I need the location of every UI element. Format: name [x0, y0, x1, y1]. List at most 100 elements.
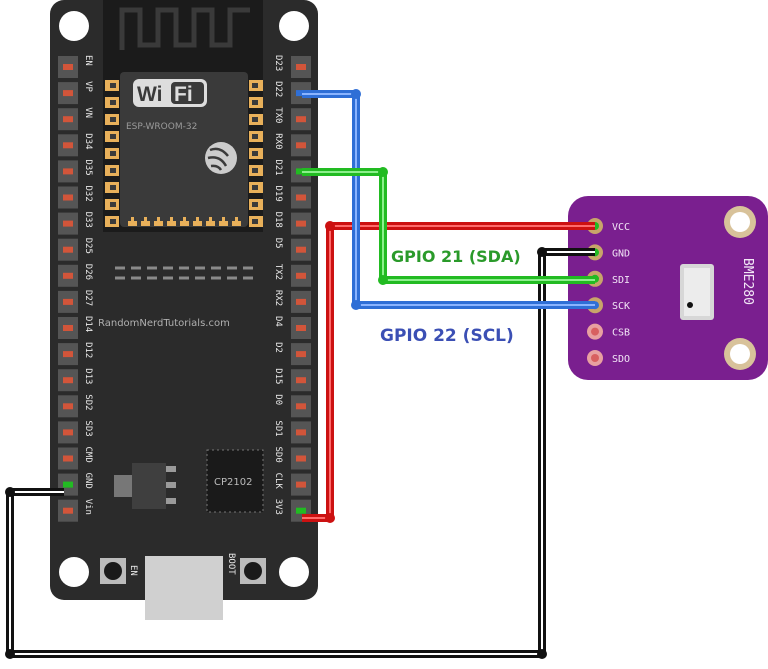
left-pin-d13: [63, 377, 73, 384]
right-pin-rx2: [296, 298, 306, 305]
esp32-board: Wi Fi ESP-WROOM-32 RandomNerdTutorials.c…: [50, 0, 318, 620]
mount-hole-top-right: [279, 11, 309, 41]
left-pin-label: Vin: [83, 499, 93, 515]
left-pin-gnd: [63, 481, 73, 488]
right-pin-label: 3V3: [273, 499, 283, 515]
left-pin-label: D34: [83, 133, 93, 149]
right-pin-d22: [296, 90, 306, 97]
right-pin-d21: [296, 168, 306, 175]
left-pin-label: D13: [83, 368, 93, 384]
wire-vcc: [302, 222, 595, 522]
right-pin-label: D19: [273, 186, 283, 202]
left-pin-d34: [63, 142, 73, 149]
right-pin-3v3: [296, 507, 306, 514]
right-pin-label: D23: [273, 55, 283, 71]
left-pin-label: D32: [83, 186, 93, 202]
left-pin-label: D33: [83, 212, 93, 228]
right-pin-rx0: [296, 142, 306, 149]
right-pin-sd1: [296, 429, 306, 436]
right-pin-d23: [296, 64, 306, 70]
left-pin-vin: [63, 507, 73, 514]
wires: [5, 89, 595, 659]
left-pin-en: [63, 64, 73, 70]
boot-button-label: BOOT: [226, 553, 236, 575]
usb-connector: [145, 556, 223, 620]
right-pin-label: RX0: [273, 133, 283, 149]
left-pin-label: VP: [83, 81, 93, 92]
right-pin-label: D15: [273, 368, 283, 384]
sda-label: GPIO 21 (SDA): [391, 247, 521, 266]
left-pin-sd2: [63, 403, 73, 410]
module-pad-bottom: [206, 217, 215, 226]
left-pin-vn: [63, 116, 73, 123]
module-can: [120, 72, 248, 227]
module-pad-bottom: [167, 217, 176, 226]
module-pads: [105, 80, 263, 227]
right-pin-label: D0: [273, 394, 283, 405]
left-pin-vp: [63, 90, 73, 97]
right-pin-clk: [296, 481, 306, 488]
sensor-pin-label: CSB: [612, 328, 630, 339]
right-pin-tx2: [296, 272, 306, 279]
right-pin-d18: [296, 220, 306, 227]
sensor-pin-label: GND: [612, 248, 630, 259]
left-pin-label: D25: [83, 238, 93, 254]
module-model: ESP-WROOM-32: [126, 122, 197, 132]
right-pin-label: D18: [273, 212, 283, 228]
right-pin-label: D5: [273, 238, 283, 249]
right-pin-d4: [296, 325, 306, 331]
right-pin-d0: [296, 403, 306, 410]
en-button: [100, 558, 126, 584]
sensor-body: [568, 196, 768, 380]
module-pad-bottom: [154, 217, 163, 226]
left-pin-d12: [63, 351, 73, 358]
module-pad-bottom: [219, 217, 228, 226]
right-pin-d2: [296, 351, 306, 358]
sensor-name: BME280: [740, 258, 755, 305]
left-pin-label: EN: [83, 55, 93, 66]
right-pin-label: D22: [273, 81, 283, 97]
left-pin-label: D27: [83, 290, 93, 306]
right-pin-label: D4: [273, 316, 283, 327]
right-pin-label: TX2: [273, 264, 283, 280]
left-header: ENVPVND34D35D32D33D25D26D27D14D12D13SD2S…: [58, 55, 93, 522]
left-pin-d32: [63, 194, 73, 201]
module-pad-bottom: [141, 217, 150, 226]
left-pin-sd3: [63, 429, 73, 436]
left-pin-label: D14: [83, 316, 93, 332]
module-pad-bottom: [232, 217, 241, 226]
left-pin-label: SD3: [83, 420, 93, 436]
right-pin-d5: [296, 246, 306, 253]
left-pin-label: D35: [83, 159, 93, 175]
right-pin-label: RX2: [273, 290, 283, 306]
usb-uart-chip: CP2102: [206, 449, 264, 513]
mount-hole-bottom-left: [59, 557, 89, 587]
sensor-pin-label: SDO: [612, 354, 630, 365]
module-pad-bottom: [128, 217, 137, 226]
watermark: RandomNerdTutorials.com: [98, 318, 230, 329]
right-pin-label: CLK: [273, 473, 283, 490]
en-button-label: EN: [128, 565, 138, 576]
mount-hole-bottom-right: [279, 557, 309, 587]
right-pin-label: D21: [273, 159, 283, 175]
right-pin-d15: [296, 377, 306, 384]
module-pad-bottom: [193, 217, 202, 226]
sensor-pin-label: SCK: [612, 301, 630, 312]
right-pin-d19: [296, 194, 306, 201]
right-header: D23D22TX0RX0D21D19D18D5TX2RX2D4D2D15D0SD…: [273, 55, 311, 522]
scl-label: GPIO 22 (SCL): [380, 326, 514, 346]
right-pin-label: SD0: [273, 447, 283, 463]
mount-hole-top-left: [59, 11, 89, 41]
right-pin-label: D2: [273, 342, 283, 353]
left-pin-d33: [63, 220, 73, 227]
left-pin-label: CMD: [83, 447, 93, 463]
module-pad-bottom: [180, 217, 189, 226]
left-pin-label: SD2: [83, 394, 93, 410]
right-pin-label: SD1: [273, 420, 283, 436]
left-pin-label: D26: [83, 264, 93, 280]
left-pin-d26: [63, 272, 73, 279]
wifi-logo-text-wi: Wi: [137, 83, 162, 106]
wifi-logo-text-fi: Fi: [174, 83, 193, 106]
wifi-logo: Wi Fi: [133, 79, 207, 107]
